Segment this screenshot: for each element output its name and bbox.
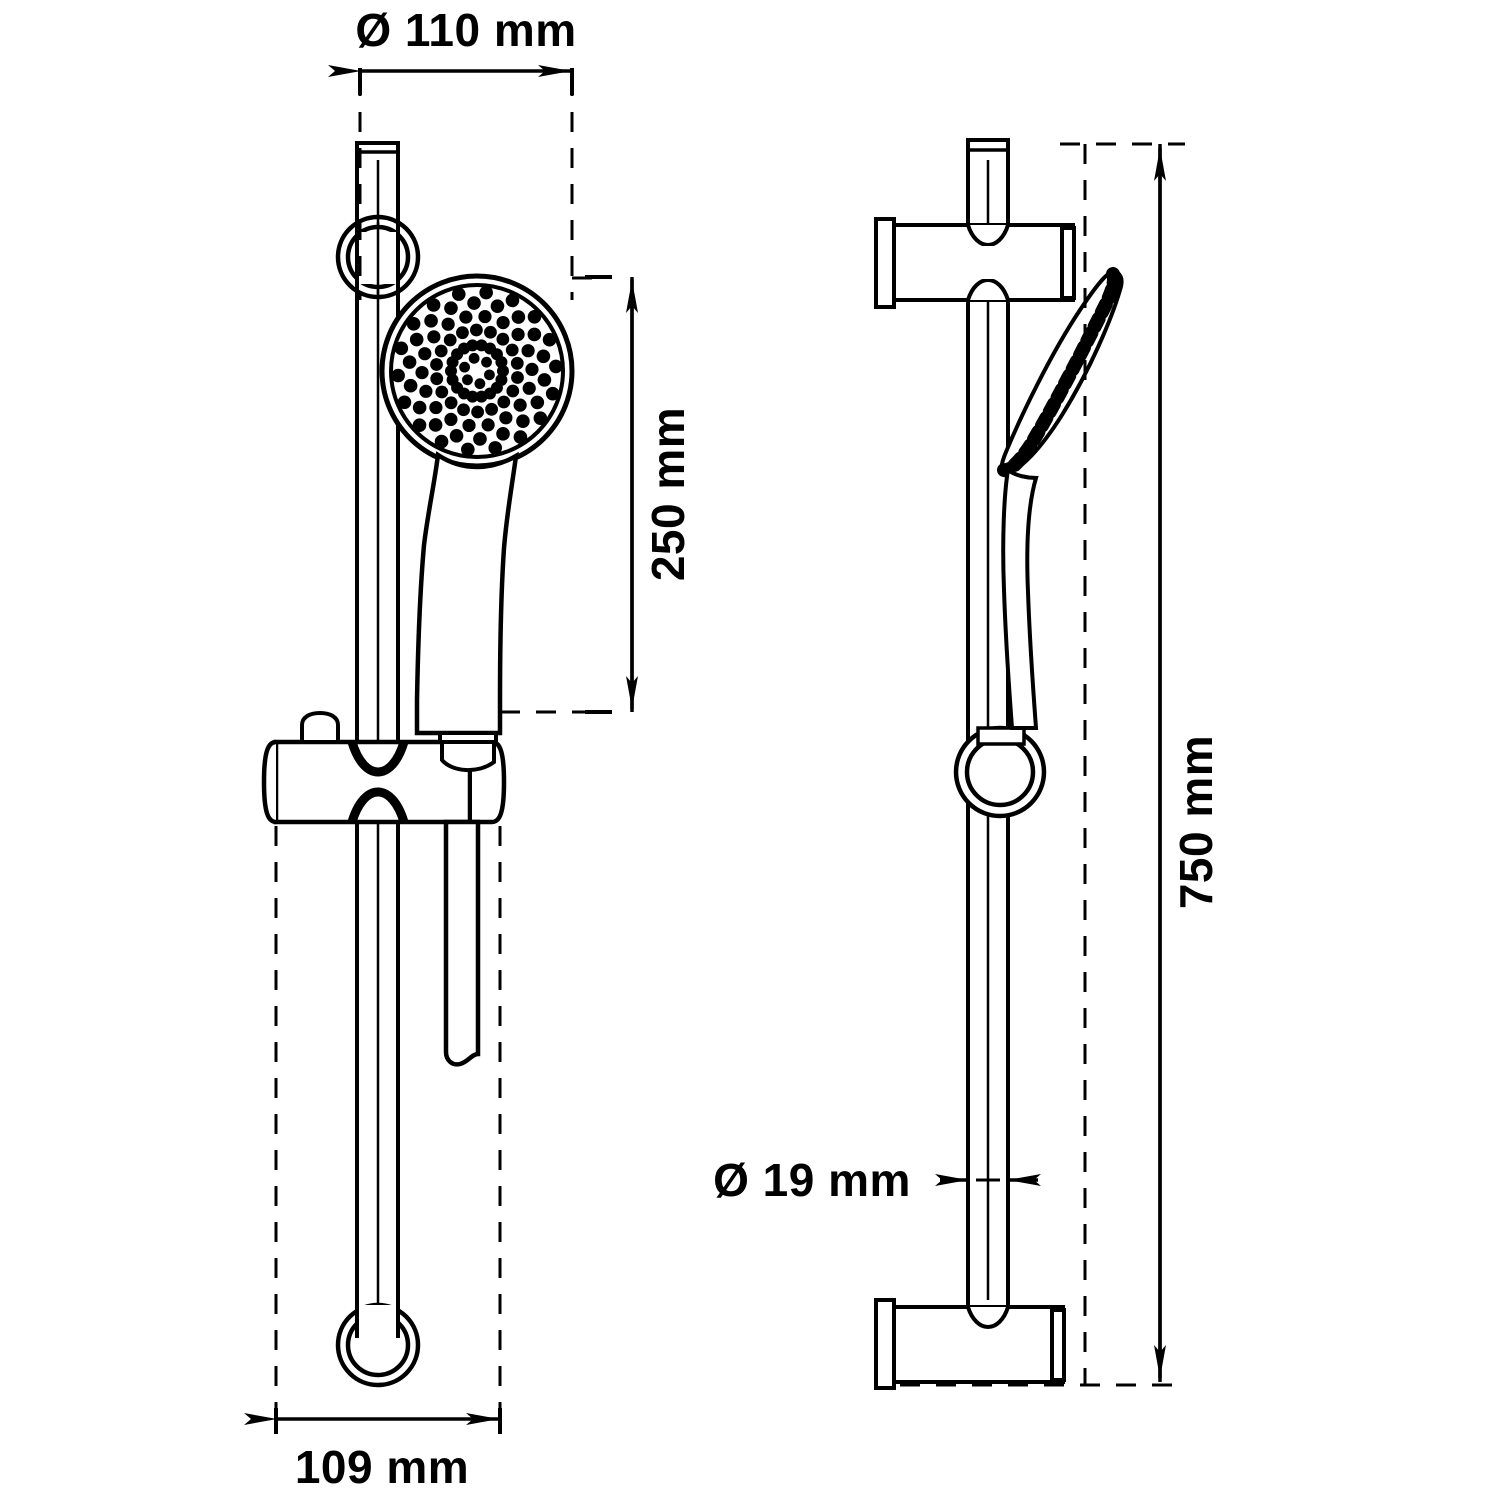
adjustable-slider-holder-side <box>953 725 1047 819</box>
front-view: Ø 110 mm 250 mm 109 mm <box>244 4 694 1493</box>
bottom-wall-bracket <box>335 1300 421 1388</box>
dimension-handset-length: 250 mm <box>500 275 694 714</box>
side-view: 750 mm Ø 19 mm <box>713 138 1222 1390</box>
shower-hose <box>443 819 481 1067</box>
dimension-label-rail-length: 750 mm <box>1170 735 1222 909</box>
bottom-wall-bracket-side <box>874 1298 1066 1390</box>
rail-length-extension-lines <box>900 142 1185 1387</box>
dimension-label-bracket-offset: 109 mm <box>295 1441 469 1493</box>
dimension-head-diameter: Ø 110 mm <box>328 4 576 95</box>
shower-spray-face <box>379 273 575 469</box>
dimension-rail-length: 750 mm <box>1154 144 1222 1382</box>
top-wall-bracket <box>335 214 421 300</box>
hand-shower-handset-side <box>997 267 1124 730</box>
dimension-bracket-offset: 109 mm <box>244 1408 502 1493</box>
dimension-rod-diameter: Ø 19 mm <box>713 1130 1041 1230</box>
adjustable-slider-holder <box>261 710 507 825</box>
dimension-label-rod-diameter: Ø 19 mm <box>713 1154 911 1206</box>
hand-shower-handset <box>379 273 575 762</box>
handset-handle <box>414 451 519 762</box>
dimension-label-head-diameter: Ø 110 mm <box>355 4 576 56</box>
top-wall-bracket-side <box>874 217 1076 309</box>
dimension-label-handset-length: 250 mm <box>642 407 694 581</box>
projection-extension-lines <box>274 826 502 1420</box>
slide-rail-rod-side <box>966 138 1010 1310</box>
